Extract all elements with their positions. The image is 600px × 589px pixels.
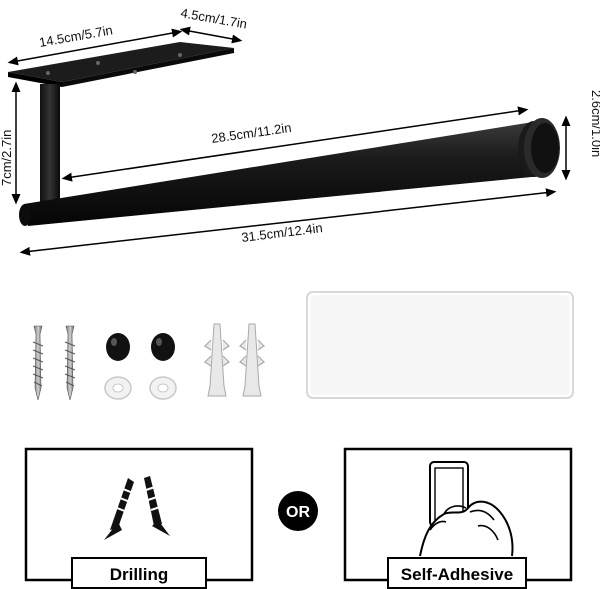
height-label: 7cm/2.7in	[0, 130, 14, 186]
end-cap-label: 2.6cm/1.0in	[589, 90, 600, 157]
self-adhesive-label: Self-Adhesive	[401, 565, 513, 584]
end-cap	[518, 118, 560, 178]
or-label: OR	[286, 504, 310, 521]
wall-anchor-icon	[239, 323, 265, 397]
hardware-kit	[32, 291, 574, 401]
drilling-option: Drilling	[24, 447, 254, 589]
drill-screw-icon	[144, 476, 170, 536]
base-width-label: 4.5cm/1.7in	[179, 5, 248, 31]
total-length-label: 31.5cm/12.4in	[241, 220, 324, 245]
drill-screw-icon	[104, 478, 134, 540]
dimension-lines	[7, 26, 571, 256]
screw-icon	[64, 325, 76, 401]
hand-applying-pad-icon	[419, 461, 514, 557]
bar-length-label: 28.5cm/11.2in	[210, 120, 292, 146]
screw-cap-icon	[151, 333, 175, 361]
support-post	[40, 84, 60, 204]
wall-anchor-icon	[204, 323, 230, 397]
washer-icon	[104, 376, 132, 400]
self-adhesive-option: Self-Adhesive	[343, 447, 573, 589]
washer-icon	[149, 376, 177, 400]
or-badge: OR	[278, 491, 318, 531]
towel-bar	[24, 122, 542, 226]
screw-icon	[32, 325, 44, 401]
drilling-label: Drilling	[110, 565, 169, 584]
screw-cap-icon	[106, 333, 130, 361]
